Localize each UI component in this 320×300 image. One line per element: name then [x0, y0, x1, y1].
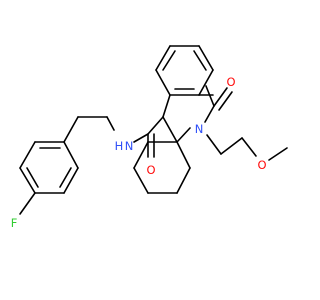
spiro-cyclohexane: [133, 141, 191, 194]
ether-oxygen-atom: O: [257, 158, 266, 172]
lactam-oxygen-atom: O: [226, 75, 235, 89]
n-carbonyl-bond: [133, 133, 149, 143]
fluorophenyl-ring: [19, 141, 79, 194]
amide-oxygen-atom: O: [146, 163, 155, 177]
lactam-nitrogen-atom: N: [195, 122, 204, 136]
amide-carbonyl: [147, 116, 164, 158]
fluorine-atom: F: [11, 216, 18, 230]
molecule-structure: F H N O O N: [11, 45, 288, 230]
methoxyethyl-chain: [206, 134, 288, 161]
benzo-ring: [155, 45, 214, 96]
dihydroisoquinolinone-ring: [162, 85, 215, 143]
lactam-carbonyl: [198, 87, 233, 111]
amide-nh-hydrogen: H: [115, 139, 124, 153]
amide-nitrogen-atom: N: [125, 139, 134, 153]
ethyl-linker: [63, 116, 115, 143]
c-f-bond: [19, 192, 36, 215]
